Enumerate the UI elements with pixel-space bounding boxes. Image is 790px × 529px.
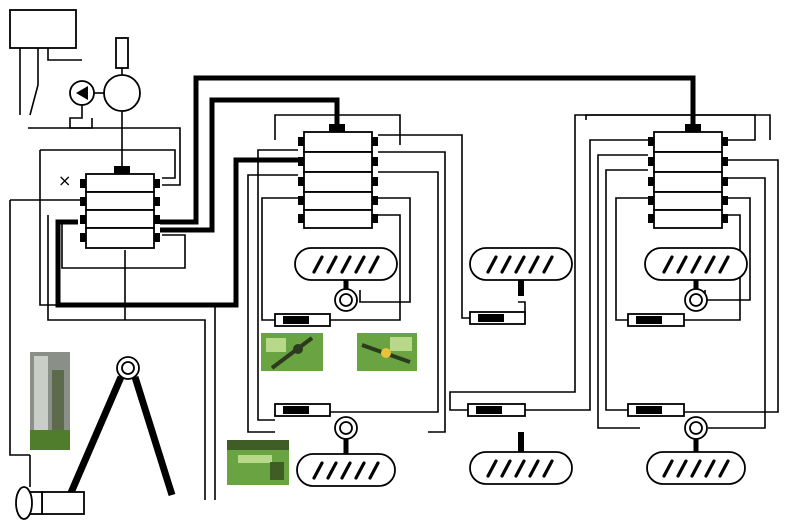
valve-port-left-1 [80, 179, 86, 188]
right-right-loop-2 [708, 177, 766, 429]
mid-valve-section-4 [303, 191, 373, 211]
right-left-loop-1 [597, 154, 648, 429]
mid-valve-section-5 [303, 209, 373, 229]
center-cylinders [449, 114, 771, 417]
closed-port-marker: × [58, 171, 72, 190]
power-unit [9, 9, 141, 174]
main-line-right [160, 75, 696, 225]
left-valve-bank [80, 173, 160, 249]
mid-cylinder-return [330, 214, 401, 321]
valve-port-left-2 [80, 197, 86, 206]
actuator-wheel [15, 486, 33, 520]
supply-line-2 [29, 48, 39, 116]
valve-section-2 [85, 191, 155, 211]
right-upper-wheel [644, 247, 748, 312]
mid-left-loop-3 [261, 197, 298, 321]
return-loop-outer [28, 127, 181, 186]
left-return-lines [9, 127, 216, 500]
right-cylinders [627, 313, 685, 417]
right-valve-section-1 [653, 131, 723, 153]
center-to-right-line [449, 114, 771, 411]
middle-cylinders [274, 313, 331, 417]
motor-cap [115, 37, 129, 69]
center-upper-wheel [469, 247, 573, 318]
valve-port-right-1 [154, 179, 160, 188]
right-right-loop-1 [684, 159, 779, 413]
center-to-right-line-2 [525, 139, 648, 411]
valve-port-left-3 [80, 215, 86, 224]
center-lower-wheel [469, 432, 573, 485]
right-valve-section-4 [653, 191, 723, 211]
valve-section-3 [85, 209, 155, 229]
boom-arm-right [131, 375, 176, 497]
main-line-left [55, 157, 298, 308]
mid-left-loop-2 [247, 174, 298, 433]
valve-port-right-3 [154, 215, 160, 224]
drain-icon [69, 105, 93, 129]
right-group-lines [585, 114, 779, 429]
middle-group-lines [247, 114, 472, 433]
left-boom [15, 356, 176, 520]
mid-to-center-cylinder [378, 134, 472, 319]
valve-port-left-4 [80, 233, 86, 242]
pump-arrow-icon [76, 86, 88, 100]
main-pressure-lines [55, 75, 696, 308]
photo-middle-right [357, 333, 417, 371]
mid-valve-section-1 [303, 131, 373, 153]
photo-left-sensor [30, 352, 70, 450]
valve-bypass-loop [61, 222, 186, 269]
middle-upper-wheel [294, 247, 398, 312]
mid-left-loop-1 [257, 149, 298, 421]
mid-valve-section-2 [303, 151, 373, 173]
valve-port-right-4 [154, 233, 160, 242]
boom-arm-left [66, 375, 125, 497]
photo-middle-left [261, 333, 323, 371]
mid-right-loop-3 [359, 197, 411, 303]
valve-inlet-port [114, 166, 130, 174]
middle-valve-bank [298, 124, 378, 229]
motor-icon [103, 74, 141, 112]
mid-valve-section-3 [303, 171, 373, 193]
mid-valve-inlet [329, 124, 345, 132]
valve-section-1 [85, 173, 155, 193]
actuator-cylinder [41, 491, 85, 515]
right-valve-inlet [685, 124, 701, 132]
right-valve-bank [648, 124, 728, 229]
middle-lower-wheel [296, 416, 396, 487]
mid-top-loop [274, 114, 401, 145]
right-lower-wheel [646, 416, 746, 485]
valve-section-4 [85, 227, 155, 249]
tank-box [9, 9, 77, 49]
mid-right-loop-2 [330, 171, 439, 413]
valve-port-right-2 [154, 197, 160, 206]
left-drop-line [9, 200, 30, 456]
photo-lower-left [227, 440, 289, 485]
right-left-loop-2 [605, 169, 648, 411]
right-top-loop [585, 114, 756, 141]
right-valve-section-3 [653, 171, 723, 193]
supply-line-3 [47, 48, 82, 61]
right-left-loop-3 [615, 197, 648, 321]
mid-right-loop-1 [378, 151, 446, 433]
main-line-middle [160, 97, 340, 233]
return-loop-inner [40, 149, 176, 179]
boom-pivot-inner [121, 361, 135, 375]
right-valve-section-5 [653, 209, 723, 229]
lower-feed-line [47, 215, 206, 500]
right-valve-section-2 [653, 151, 723, 173]
